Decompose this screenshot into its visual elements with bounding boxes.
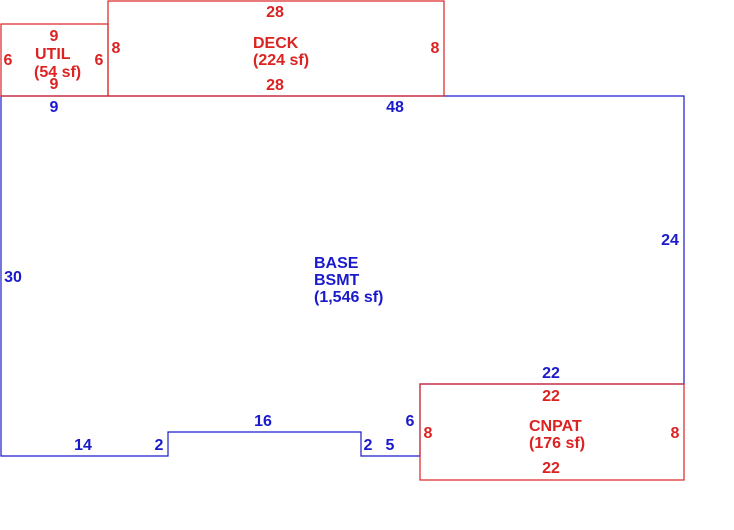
cnpat-outline	[419, 383, 685, 481]
base-dim-right: 24	[661, 232, 679, 249]
deck-name: DECK	[253, 35, 299, 52]
deck-dim-top: 28	[266, 4, 284, 21]
base-dim-notch-right: 2	[364, 437, 373, 454]
deck-area: (224 sf)	[253, 52, 309, 69]
base-dim-bottom-left: 14	[74, 437, 92, 454]
deck-outline	[107, 0, 445, 97]
base-name-2: BSMT	[314, 272, 360, 289]
util-dim-right: 6	[95, 52, 104, 69]
base-bsmt-outline	[0, 95, 685, 457]
base-dim-left: 30	[4, 269, 22, 286]
util-area: (54 sf)	[34, 64, 81, 81]
util-dim-left: 6	[4, 52, 13, 69]
base-dim-top-left: 9	[50, 99, 59, 116]
base-dim-step-up: 6	[406, 413, 415, 430]
base-dim-bottom-mid: 5	[386, 437, 395, 454]
util-dim-bottom: 9	[50, 76, 59, 93]
util-name: UTIL	[35, 46, 71, 63]
cnpat-dim-bottom: 22	[542, 460, 560, 477]
deck-dim-bottom: 28	[266, 77, 284, 94]
cnpat-dim-right: 8	[671, 425, 680, 442]
cnpat-dim-left: 8	[424, 425, 433, 442]
deck-dim-right: 8	[431, 40, 440, 57]
base-dim-notch-top: 16	[254, 413, 272, 430]
base-dim-step-top: 22	[542, 365, 560, 382]
base-dim-top-right: 48	[386, 99, 404, 116]
cnpat-area: (176 sf)	[529, 435, 585, 452]
base-dim-notch-left: 2	[155, 437, 164, 454]
cnpat-name: CNPAT	[529, 418, 582, 435]
base-area: (1,546 sf)	[314, 289, 383, 306]
base-name-1: BASE	[314, 255, 359, 272]
util-dim-top: 9	[50, 28, 59, 45]
cnpat-dim-top: 22	[542, 388, 560, 405]
deck-dim-left: 8	[112, 40, 121, 57]
